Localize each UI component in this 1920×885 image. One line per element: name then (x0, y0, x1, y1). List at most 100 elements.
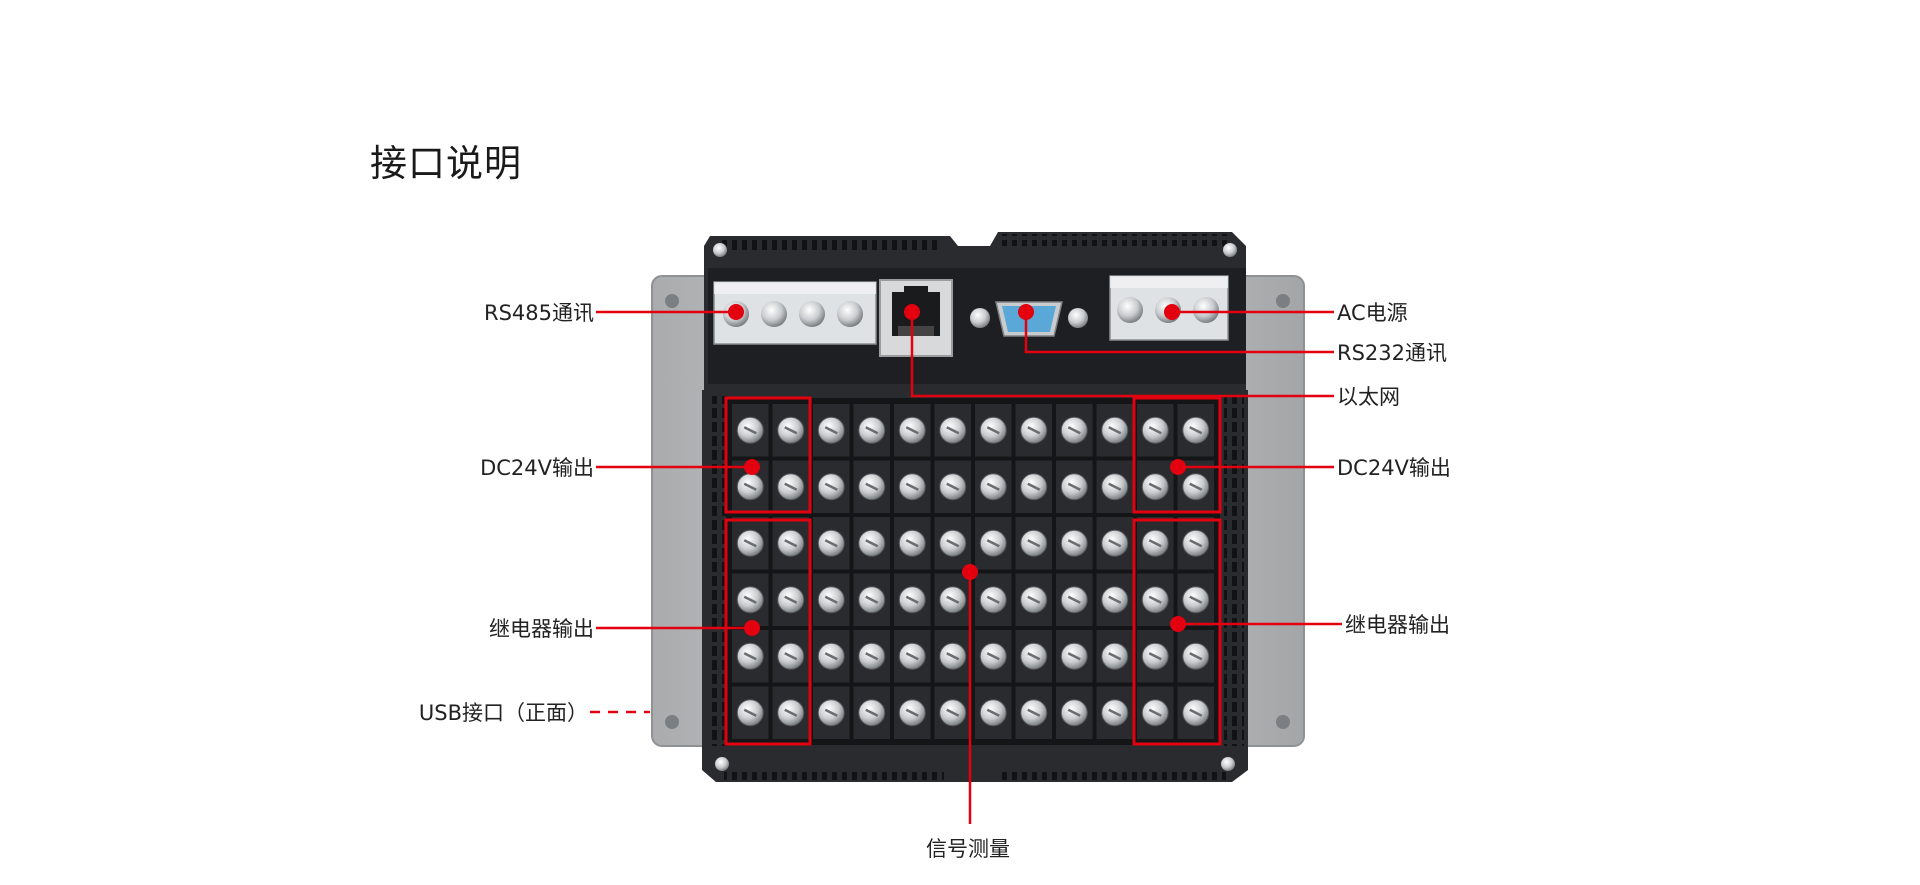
terminal-screw-slot (1148, 652, 1162, 661)
frame-relay-left (724, 518, 812, 746)
page-title: 接口说明 (370, 142, 522, 185)
terminal-screw-slot (986, 652, 1000, 661)
terminal-screw-slot (946, 539, 960, 548)
dot-dc24v-right (1170, 459, 1186, 475)
terminal-screw-slot (946, 652, 960, 661)
terminal-screw-slot (946, 482, 960, 491)
terminal-screw-slot (824, 652, 838, 661)
callout-labels: RS485通讯 AC电源 RS232通讯 以太网 DC24V输出 DC24V输出… (419, 301, 1451, 861)
terminal-screw-slot (1027, 708, 1041, 717)
terminal-screw-slot (946, 595, 960, 604)
terminal-screw-slot (784, 595, 798, 604)
terminal-screw-slot (865, 652, 879, 661)
terminal-screw-slot (865, 708, 879, 717)
label-usb: USB接口（正面） (419, 701, 588, 725)
terminal-screw-slot (1108, 708, 1122, 717)
dot-rs485 (728, 304, 744, 320)
body-screw (715, 757, 729, 771)
terminal-screw-slot (986, 482, 1000, 491)
terminal-screw-slot (1189, 595, 1203, 604)
terminal-screw-slot (1148, 482, 1162, 491)
label-ethernet: 以太网 (1337, 385, 1400, 409)
terminal-screw-slot (865, 539, 879, 548)
plate-hole (665, 715, 679, 729)
terminal-screw-slot (743, 426, 757, 435)
label-relay-right: 继电器输出 (1345, 613, 1450, 637)
terminal-screw-slot (1027, 539, 1041, 548)
terminal-screw-slot (1067, 539, 1081, 548)
bottom-vents-right (998, 768, 1226, 780)
dot-relay-right (1170, 616, 1186, 632)
label-relay-left: 继电器输出 (489, 617, 594, 641)
left-ridges (708, 396, 728, 746)
terminal-screw-slot (1108, 482, 1122, 491)
terminal-screw-slot (824, 482, 838, 491)
terminal-screw-slot (1067, 652, 1081, 661)
terminal-screw-slot (743, 652, 757, 661)
terminal-screw-slot (1189, 482, 1203, 491)
terminal-screw-slot (784, 708, 798, 717)
terminal-screw-slot (1067, 482, 1081, 491)
frame-relay-right (1132, 518, 1222, 746)
terminal-screw-slot (905, 708, 919, 717)
frame-dc24v-right (1132, 396, 1222, 514)
terminal-screw-slot (865, 426, 879, 435)
terminal-screw-slot (824, 539, 838, 548)
callout-lines (590, 310, 1342, 824)
terminal-screw-slot (946, 708, 960, 717)
terminal-screw-slot (743, 482, 757, 491)
right-ridges (1224, 396, 1244, 746)
dot-signal (962, 564, 978, 580)
terminal-screw-slot (824, 708, 838, 717)
terminal-screw-slot (986, 708, 1000, 717)
terminal-screw-slot (1067, 426, 1081, 435)
terminal-screw-slot (1027, 482, 1041, 491)
terminal-screw-slot (784, 426, 798, 435)
terminal-screw-slot (1148, 426, 1162, 435)
terminal-screw-slot (1067, 708, 1081, 717)
terminal-screw-slot (905, 652, 919, 661)
terminal-screw-slot (905, 482, 919, 491)
terminal-screw-slot (824, 426, 838, 435)
label-dc24v-right: DC24V输出 (1337, 456, 1451, 480)
callout-dots (728, 304, 1186, 636)
terminal-screw-slot (743, 595, 757, 604)
dot-ac-power (1164, 304, 1180, 320)
terminal-screw-slot (1027, 652, 1041, 661)
terminal-screw-slot (865, 595, 879, 604)
terminal-screw-slot (1189, 652, 1203, 661)
dot-dc24v-left (744, 459, 760, 475)
terminal-screw-slot (986, 426, 1000, 435)
line-ethernet (910, 312, 1334, 398)
terminal-screw-slot (1148, 708, 1162, 717)
body-screw (713, 243, 727, 257)
terminal-screw-slot (1027, 595, 1041, 604)
terminal-screw-slot (784, 482, 798, 491)
terminal-screw-slot (1148, 539, 1162, 548)
dot-relay-left (744, 620, 760, 636)
terminal-screw-slot (1148, 595, 1162, 604)
terminal-screw-slot (784, 652, 798, 661)
plate-hole (1276, 715, 1290, 729)
line-rs232 (1024, 312, 1334, 354)
terminal-screw-slot (986, 539, 1000, 548)
terminal-screw-slot (905, 595, 919, 604)
terminal-screw-slot (1108, 426, 1122, 435)
plate-hole (665, 294, 679, 308)
terminal-screw-slot (1189, 426, 1203, 435)
top-vents-right (1000, 234, 1228, 246)
label-rs232: RS232通讯 (1337, 341, 1447, 365)
dot-ethernet (904, 304, 920, 320)
label-rs485: RS485通讯 (484, 301, 594, 325)
terminal-screw-slot (865, 482, 879, 491)
bottom-vents-left (724, 768, 944, 780)
body-screw (1221, 757, 1235, 771)
terminal-screw-slot (824, 595, 838, 604)
label-ac-power: AC电源 (1337, 301, 1408, 325)
frame-dc24v-left (724, 396, 812, 514)
body-screw (1223, 243, 1237, 257)
label-signal: 信号测量 (926, 837, 1010, 861)
terminal-screw-slot (1027, 426, 1041, 435)
terminal-screw-slot (946, 426, 960, 435)
terminal-screw-slot (743, 539, 757, 548)
